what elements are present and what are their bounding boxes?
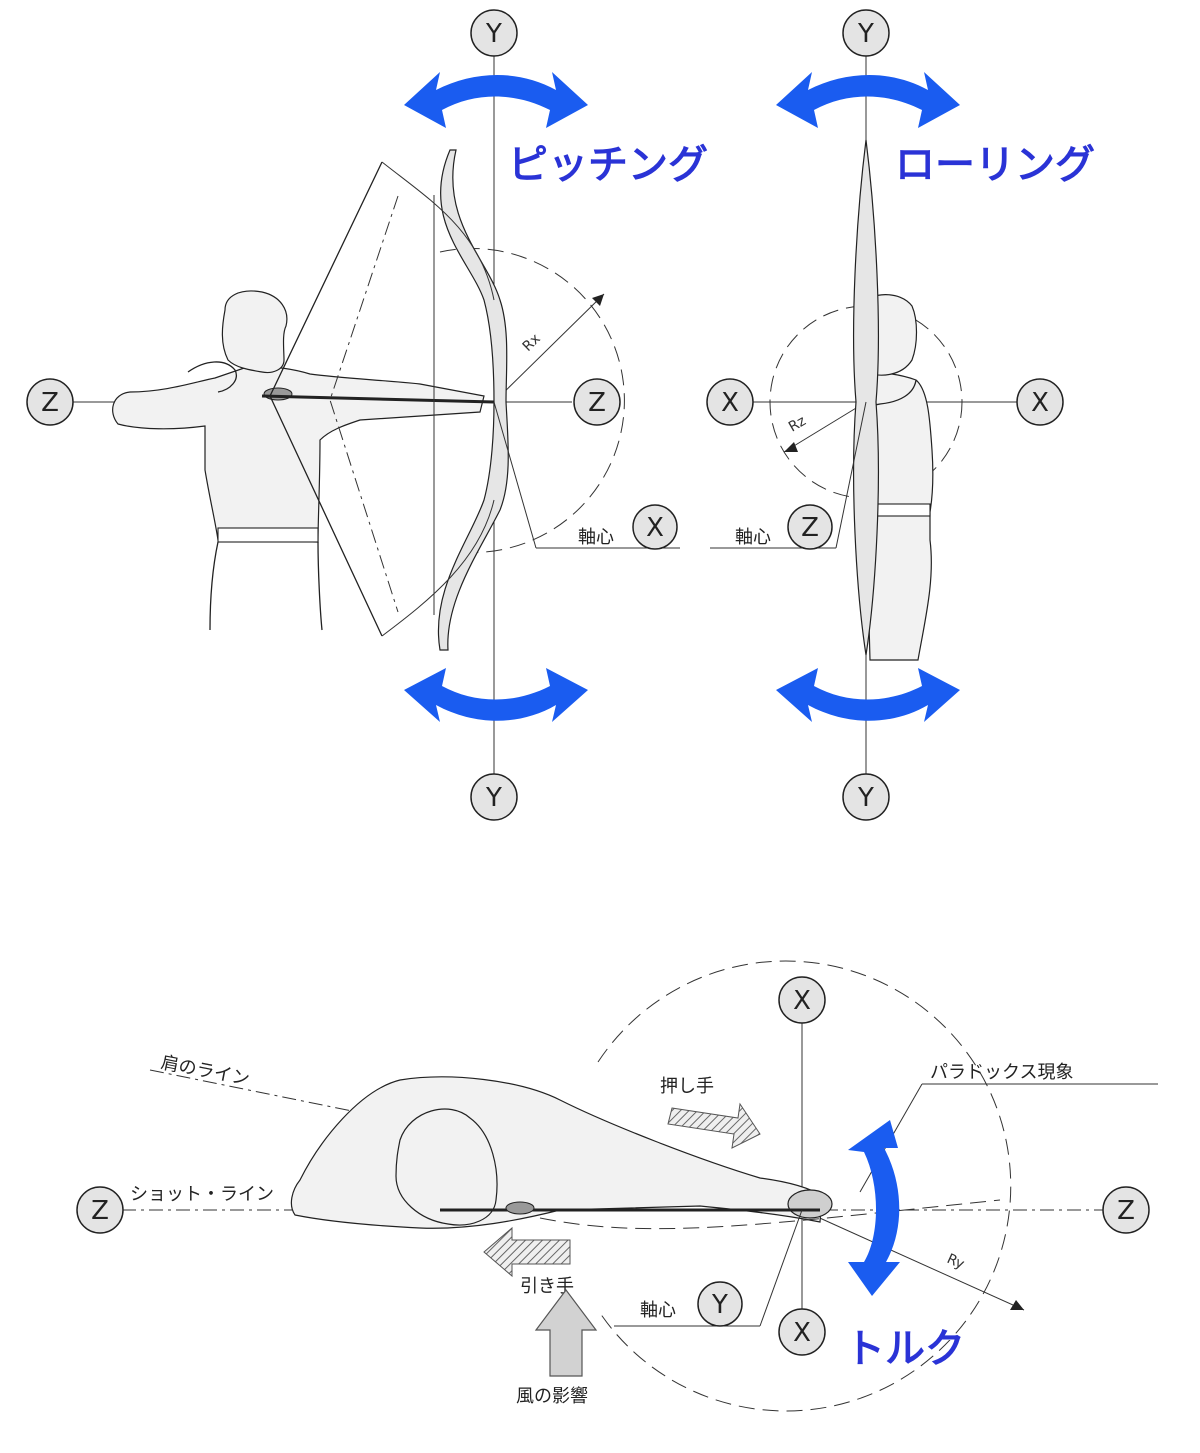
pitching-archer-legs bbox=[209, 541, 323, 631]
torque-label: トルク bbox=[845, 1326, 965, 1372]
pitching-z-right-label: Z bbox=[588, 388, 606, 418]
pitching-axis-center-leader bbox=[493, 401, 537, 549]
pitching-archer-belt bbox=[217, 527, 319, 543]
pitching-bow-limb bbox=[437, 149, 509, 651]
torque-shoulder-line-label: 肩のライン bbox=[159, 1052, 251, 1090]
torque-wind-label: 風の影響 bbox=[516, 1386, 588, 1407]
torque-push-hand-label: 押し手 bbox=[660, 1076, 714, 1097]
rolling-y-bottom-label: Y bbox=[857, 783, 874, 813]
pitching-arrow bbox=[261, 394, 495, 404]
torque-arrow-fletch bbox=[505, 1201, 535, 1215]
pitching-z-left-label: Z bbox=[41, 388, 59, 418]
torque-archer-head bbox=[395, 1108, 498, 1226]
pitching-archer-torso bbox=[112, 365, 485, 543]
rolling-rz-line bbox=[783, 401, 867, 453]
rolling-rz-label: Rz bbox=[786, 413, 809, 435]
pitching-bow-outline bbox=[381, 161, 495, 637]
rolling-top-rotation-arrow bbox=[776, 72, 960, 128]
torque-x-top-label: X bbox=[793, 986, 811, 1016]
pitching-bow-string-drawn bbox=[269, 161, 383, 637]
pitching-z-right-badge bbox=[573, 378, 621, 426]
rolling-z-badge bbox=[787, 504, 833, 550]
pitching-y-bottom-badge bbox=[470, 773, 518, 821]
torque-z-right-badge bbox=[1102, 1186, 1150, 1234]
torque-y-badge bbox=[697, 1281, 743, 1327]
pitching-x-badge-label: X bbox=[646, 513, 664, 543]
torque-z-left-label: Z bbox=[91, 1196, 109, 1226]
pitching-view: Y Y Z Z Rx 軸心 X ピッチング bbox=[26, 9, 709, 821]
pitching-radius-circle bbox=[439, 248, 625, 553]
pitching-label: ピッチング bbox=[508, 142, 708, 188]
pitching-y-top-label: Y bbox=[485, 19, 502, 49]
rolling-bottom-rotation-arrow bbox=[776, 668, 960, 722]
torque-wind-arrow bbox=[534, 1289, 598, 1377]
torque-x-top-badge bbox=[778, 976, 826, 1024]
torque-z-right-label: Z bbox=[1117, 1196, 1135, 1226]
pitching-arrow-nock bbox=[263, 387, 293, 401]
torque-radius-circle bbox=[597, 960, 1012, 1412]
rolling-view: Rz Y Y X X 軸心 Z ローリング bbox=[706, 9, 1096, 821]
pitching-archer-head bbox=[221, 290, 288, 374]
torque-ry-label: Ry bbox=[944, 1251, 966, 1273]
torque-axis-center-label: 軸心 bbox=[640, 1300, 676, 1321]
pitching-archer-hand bbox=[187, 361, 237, 393]
pitching-rx-line bbox=[493, 293, 605, 403]
rolling-y-bottom-badge bbox=[842, 773, 890, 821]
pitching-axis-center-label: 軸心 bbox=[578, 527, 614, 548]
rolling-label: ローリング bbox=[895, 142, 1095, 188]
rolling-axis-center-leader bbox=[835, 401, 867, 549]
pitching-rx-arrowhead bbox=[592, 294, 604, 306]
torque-x-bottom-badge bbox=[778, 1308, 826, 1356]
pitching-top-rotation-arrow bbox=[404, 72, 588, 128]
rolling-rz-arrowhead bbox=[784, 442, 798, 452]
rolling-axis-center-label: 軸心 bbox=[735, 527, 771, 548]
torque-rotation-arrow bbox=[848, 1120, 900, 1296]
torque-ry-line bbox=[801, 1209, 1025, 1311]
rolling-x-right-badge bbox=[1016, 378, 1064, 426]
pitching-z-left-badge bbox=[26, 378, 74, 426]
rolling-y-top-badge bbox=[842, 9, 890, 57]
torque-bow-hand bbox=[787, 1189, 833, 1219]
pitching-x-badge bbox=[632, 504, 678, 550]
torque-pull-hand-label: 引き手 bbox=[520, 1276, 574, 1297]
rolling-bow-limb bbox=[853, 139, 879, 656]
torque-z-left-badge bbox=[76, 1186, 124, 1234]
rolling-x-left-badge bbox=[706, 378, 754, 426]
torque-shot-line-label: ショット・ライン bbox=[130, 1184, 274, 1205]
torque-axis-center-leader bbox=[759, 1209, 803, 1327]
torque-push-hand-arrow bbox=[667, 1102, 761, 1149]
torque-ry-arrowhead bbox=[1010, 1300, 1024, 1310]
pitching-y-bottom-label: Y bbox=[485, 783, 502, 813]
torque-pull-hand-arrow bbox=[483, 1226, 571, 1278]
torque-paradox-label: パラドックス現象 bbox=[930, 1062, 1073, 1083]
pitching-bottom-rotation-arrow bbox=[404, 668, 588, 722]
rolling-x-left-label: X bbox=[721, 388, 739, 418]
pitching-bow-string-brace bbox=[329, 195, 399, 613]
rolling-z-badge-label: Z bbox=[801, 513, 819, 543]
torque-paradox-curve bbox=[539, 1199, 1001, 1230]
torque-x-bottom-label: X bbox=[793, 1318, 811, 1348]
rolling-y-top-label: Y bbox=[857, 19, 874, 49]
pitching-y-top-badge bbox=[470, 9, 518, 57]
torque-view: Ry 肩のライン パラドックス現象 ショット・ライン 押し手 引き手 風の影響 … bbox=[76, 960, 1158, 1412]
torque-y-badge-label: Y bbox=[711, 1290, 728, 1320]
rolling-x-right-label: X bbox=[1031, 388, 1049, 418]
pitching-rx-label: Rx bbox=[520, 331, 544, 355]
torque-archer-body bbox=[290, 1076, 823, 1229]
